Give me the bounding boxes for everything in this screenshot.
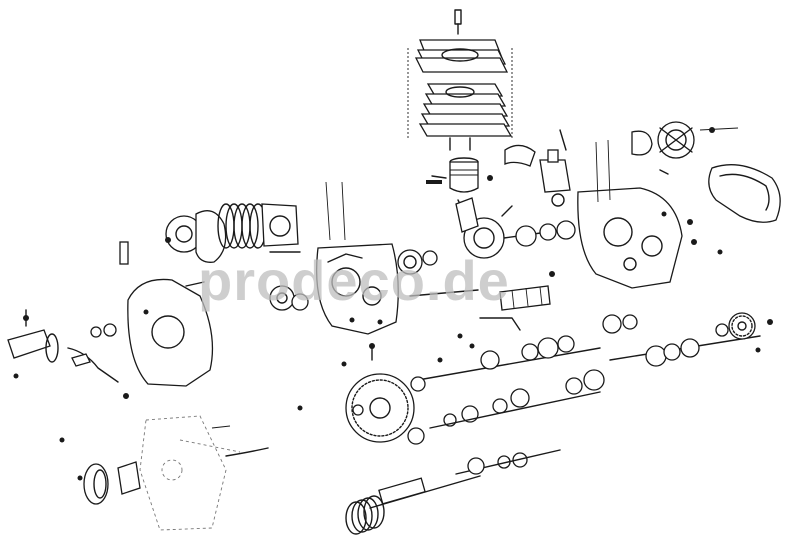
large-gear: [345, 373, 415, 443]
side-cover-disc: [77, 461, 141, 505]
gearbox-shafts: [407, 314, 761, 475]
kickstart-lever: [7, 309, 129, 399]
drive-shaft-spring: [345, 457, 485, 535]
spring: [345, 495, 385, 535]
piston: [426, 157, 493, 193]
ignition-stator: [631, 121, 739, 159]
clutch-assembly: [165, 203, 299, 263]
carburetor: [504, 129, 571, 207]
assembled-view-outline: [139, 415, 269, 531]
watermark: prodeco.de: [198, 249, 510, 312]
cylinder-head: [407, 9, 513, 140]
crankshaft: [397, 197, 576, 275]
right-crankcase: [577, 139, 697, 289]
flywheel-magneto: [119, 241, 214, 387]
cylinder: [418, 83, 513, 151]
primary-drive-gear: [269, 251, 309, 311]
left-crankcase: [315, 181, 399, 361]
ignition-cover: [708, 164, 781, 223]
gear-selector-drum: [409, 271, 555, 331]
output-sprocket: [715, 312, 773, 340]
small-hardware: [59, 169, 761, 443]
